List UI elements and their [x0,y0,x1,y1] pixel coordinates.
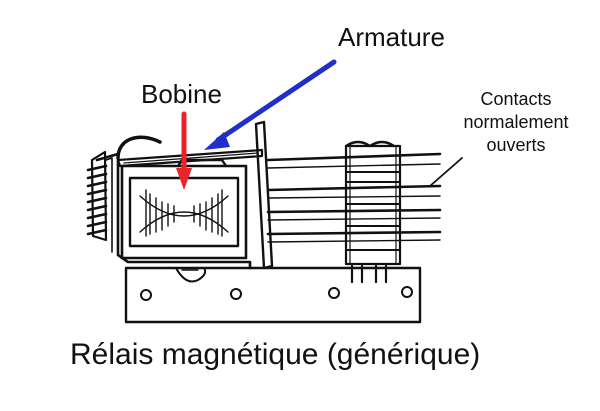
contact-stack [344,140,402,284]
bobine-coil [120,158,248,260]
bobine-label: Bobine [141,79,222,109]
base-plate [124,266,422,324]
bobine-arrow-head [176,168,192,190]
armature-arrow [215,59,337,143]
armature-label: Armature [338,22,445,52]
contacts-leader-line [429,157,463,187]
contacts-label: Contacts normalement ouverts [463,89,569,155]
pivot-plate [254,120,274,270]
diagram-caption: Rélais magnétique (générique) [70,338,481,371]
contact-springs [266,152,442,243]
armature-arrow-head [204,132,230,150]
armature [116,148,264,168]
spring [86,150,108,242]
